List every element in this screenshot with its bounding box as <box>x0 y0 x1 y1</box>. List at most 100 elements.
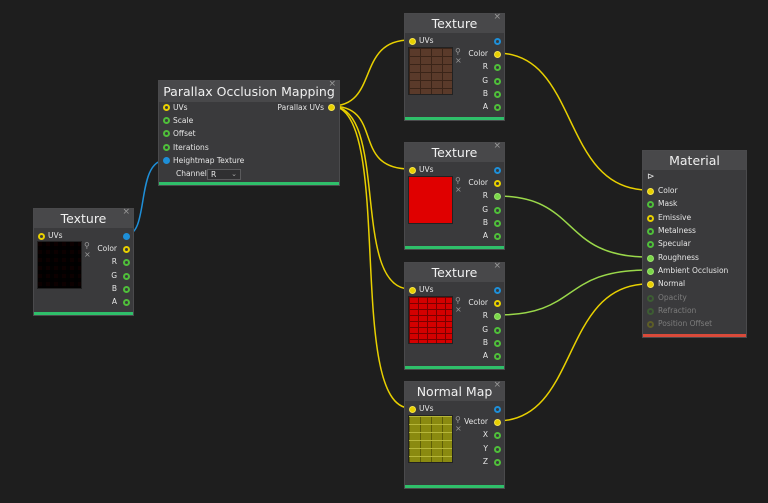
offset-input-socket[interactable] <box>163 130 170 137</box>
heightmap-input-label: Heightmap Texture <box>173 156 245 165</box>
close-icon[interactable]: × <box>328 79 336 89</box>
b-output-label: B <box>482 89 488 98</box>
search-icon[interactable]: ⚲ <box>455 176 461 185</box>
r-output-label: R <box>482 311 488 320</box>
ambient-occlusion-input-socket[interactable] <box>647 268 654 275</box>
node-title: Texture <box>405 14 504 33</box>
node-title: Normal Map <box>405 382 504 401</box>
a-output-label: A <box>482 351 488 360</box>
parallax-uvs-output-socket[interactable] <box>328 104 335 111</box>
b-output-socket[interactable] <box>494 340 501 347</box>
node-footer <box>34 312 133 315</box>
refraction-input-socket[interactable] <box>647 308 654 315</box>
texture-output-socket[interactable] <box>494 287 501 294</box>
remove-icon[interactable]: × <box>455 305 462 314</box>
channel-select[interactable]: R ⌄ <box>207 169 241 180</box>
color-output-socket[interactable] <box>494 300 501 307</box>
a-output-socket[interactable] <box>494 353 501 360</box>
roughness-input-socket[interactable] <box>647 255 654 262</box>
z-output-label: Z <box>482 457 488 466</box>
uvs-input-socket[interactable] <box>409 38 416 45</box>
r-output-socket[interactable] <box>494 193 501 200</box>
x-output-socket[interactable] <box>494 432 501 439</box>
texture-node-left[interactable]: Texture × UVs ⚲ × Color R G B A <box>33 207 134 316</box>
send-icon[interactable]: ⊳ <box>647 172 655 182</box>
uvs-input-socket[interactable] <box>409 287 416 294</box>
material-node[interactable]: Material ⊳ Color Mask Emissive Metalness… <box>642 150 747 338</box>
g-output-socket[interactable] <box>494 78 501 85</box>
uvs-input-label: UVs <box>48 231 63 240</box>
wire-parallax-normalmap <box>330 105 411 409</box>
a-output-socket[interactable] <box>494 233 501 240</box>
color-input-label: Color <box>658 186 678 195</box>
a-output-socket[interactable] <box>123 299 130 306</box>
g-output-socket[interactable] <box>494 327 501 334</box>
y-output-socket[interactable] <box>494 446 501 453</box>
g-output-socket[interactable] <box>123 273 130 280</box>
r-output-socket[interactable] <box>123 259 130 266</box>
search-icon[interactable]: ⚲ <box>455 47 461 56</box>
emissive-input-label: Emissive <box>658 213 692 222</box>
texture-output-socket[interactable] <box>494 167 501 174</box>
parallax-node[interactable]: Parallax Occlusion Mapping × UVs Scale O… <box>158 79 340 186</box>
g-output-socket[interactable] <box>494 207 501 214</box>
specular-input-socket[interactable] <box>647 241 654 248</box>
position-offset-input-socket[interactable] <box>647 321 654 328</box>
color-output-socket[interactable] <box>494 51 501 58</box>
color-output-socket-2[interactable] <box>123 246 130 253</box>
texture-node-3[interactable]: Texture × UVs ⚲ × Color R G B A <box>404 261 505 370</box>
b-output-socket[interactable] <box>494 91 501 98</box>
uvs-input-socket[interactable] <box>409 406 416 413</box>
remove-icon[interactable]: × <box>455 424 462 433</box>
remove-icon[interactable]: × <box>455 185 462 194</box>
normal-map-node[interactable]: Normal Map × UVs ⚲ × Vector X Y Z <box>404 380 505 489</box>
chevron-down-icon: ⌄ <box>231 170 237 178</box>
opacity-input-socket[interactable] <box>647 295 654 302</box>
close-icon[interactable]: × <box>493 380 501 390</box>
mask-input-socket[interactable] <box>647 201 654 208</box>
r-output-label: R <box>111 257 117 266</box>
r-output-label: R <box>482 191 488 200</box>
wire-color-material <box>496 52 649 191</box>
iterations-input-socket[interactable] <box>163 144 170 151</box>
search-icon[interactable]: ⚲ <box>84 241 90 250</box>
uvs-input-socket[interactable] <box>409 167 416 174</box>
b-output-socket[interactable] <box>494 220 501 227</box>
texture-output-socket[interactable] <box>494 406 501 413</box>
wire-parallax-texture1 <box>330 39 411 107</box>
search-icon[interactable]: ⚲ <box>455 296 461 305</box>
remove-icon[interactable]: × <box>84 250 91 259</box>
r-output-socket[interactable] <box>494 313 501 320</box>
close-icon[interactable]: × <box>493 12 501 22</box>
close-icon[interactable]: × <box>122 207 130 217</box>
emissive-input-socket[interactable] <box>647 215 654 222</box>
texture-output-socket[interactable] <box>494 38 501 45</box>
b-output-socket[interactable] <box>123 286 130 293</box>
y-output-label: Y <box>483 444 488 453</box>
r-output-socket[interactable] <box>494 64 501 71</box>
color-output-socket[interactable] <box>494 180 501 187</box>
search-icon[interactable]: ⚲ <box>455 415 461 424</box>
color-output-socket[interactable] <box>123 233 130 240</box>
uvs-input-socket[interactable] <box>163 104 170 111</box>
heightmap-input-socket[interactable] <box>163 157 170 164</box>
vector-output-socket[interactable] <box>494 419 501 426</box>
scale-input-socket[interactable] <box>163 117 170 124</box>
node-title: Parallax Occlusion Mapping <box>159 81 339 102</box>
node-footer <box>405 366 504 369</box>
color-output-label: Color <box>468 49 488 58</box>
color-output-label: Color <box>468 178 488 187</box>
close-icon[interactable]: × <box>493 261 501 271</box>
remove-icon[interactable]: × <box>455 56 462 65</box>
uvs-input-socket[interactable] <box>38 233 45 240</box>
color-input-socket[interactable] <box>647 188 654 195</box>
texture-node-2[interactable]: Texture × UVs ⚲ × Color R G B A <box>404 141 505 250</box>
a-output-socket[interactable] <box>494 104 501 111</box>
metalness-input-socket[interactable] <box>647 228 654 235</box>
close-icon[interactable]: × <box>493 141 501 151</box>
wire-r-ao <box>496 269 649 316</box>
normal-input-socket[interactable] <box>647 281 654 288</box>
node-footer <box>405 246 504 249</box>
texture-node-1[interactable]: Texture × UVs ⚲ × Color R G B A <box>404 12 505 121</box>
z-output-socket[interactable] <box>494 459 501 466</box>
